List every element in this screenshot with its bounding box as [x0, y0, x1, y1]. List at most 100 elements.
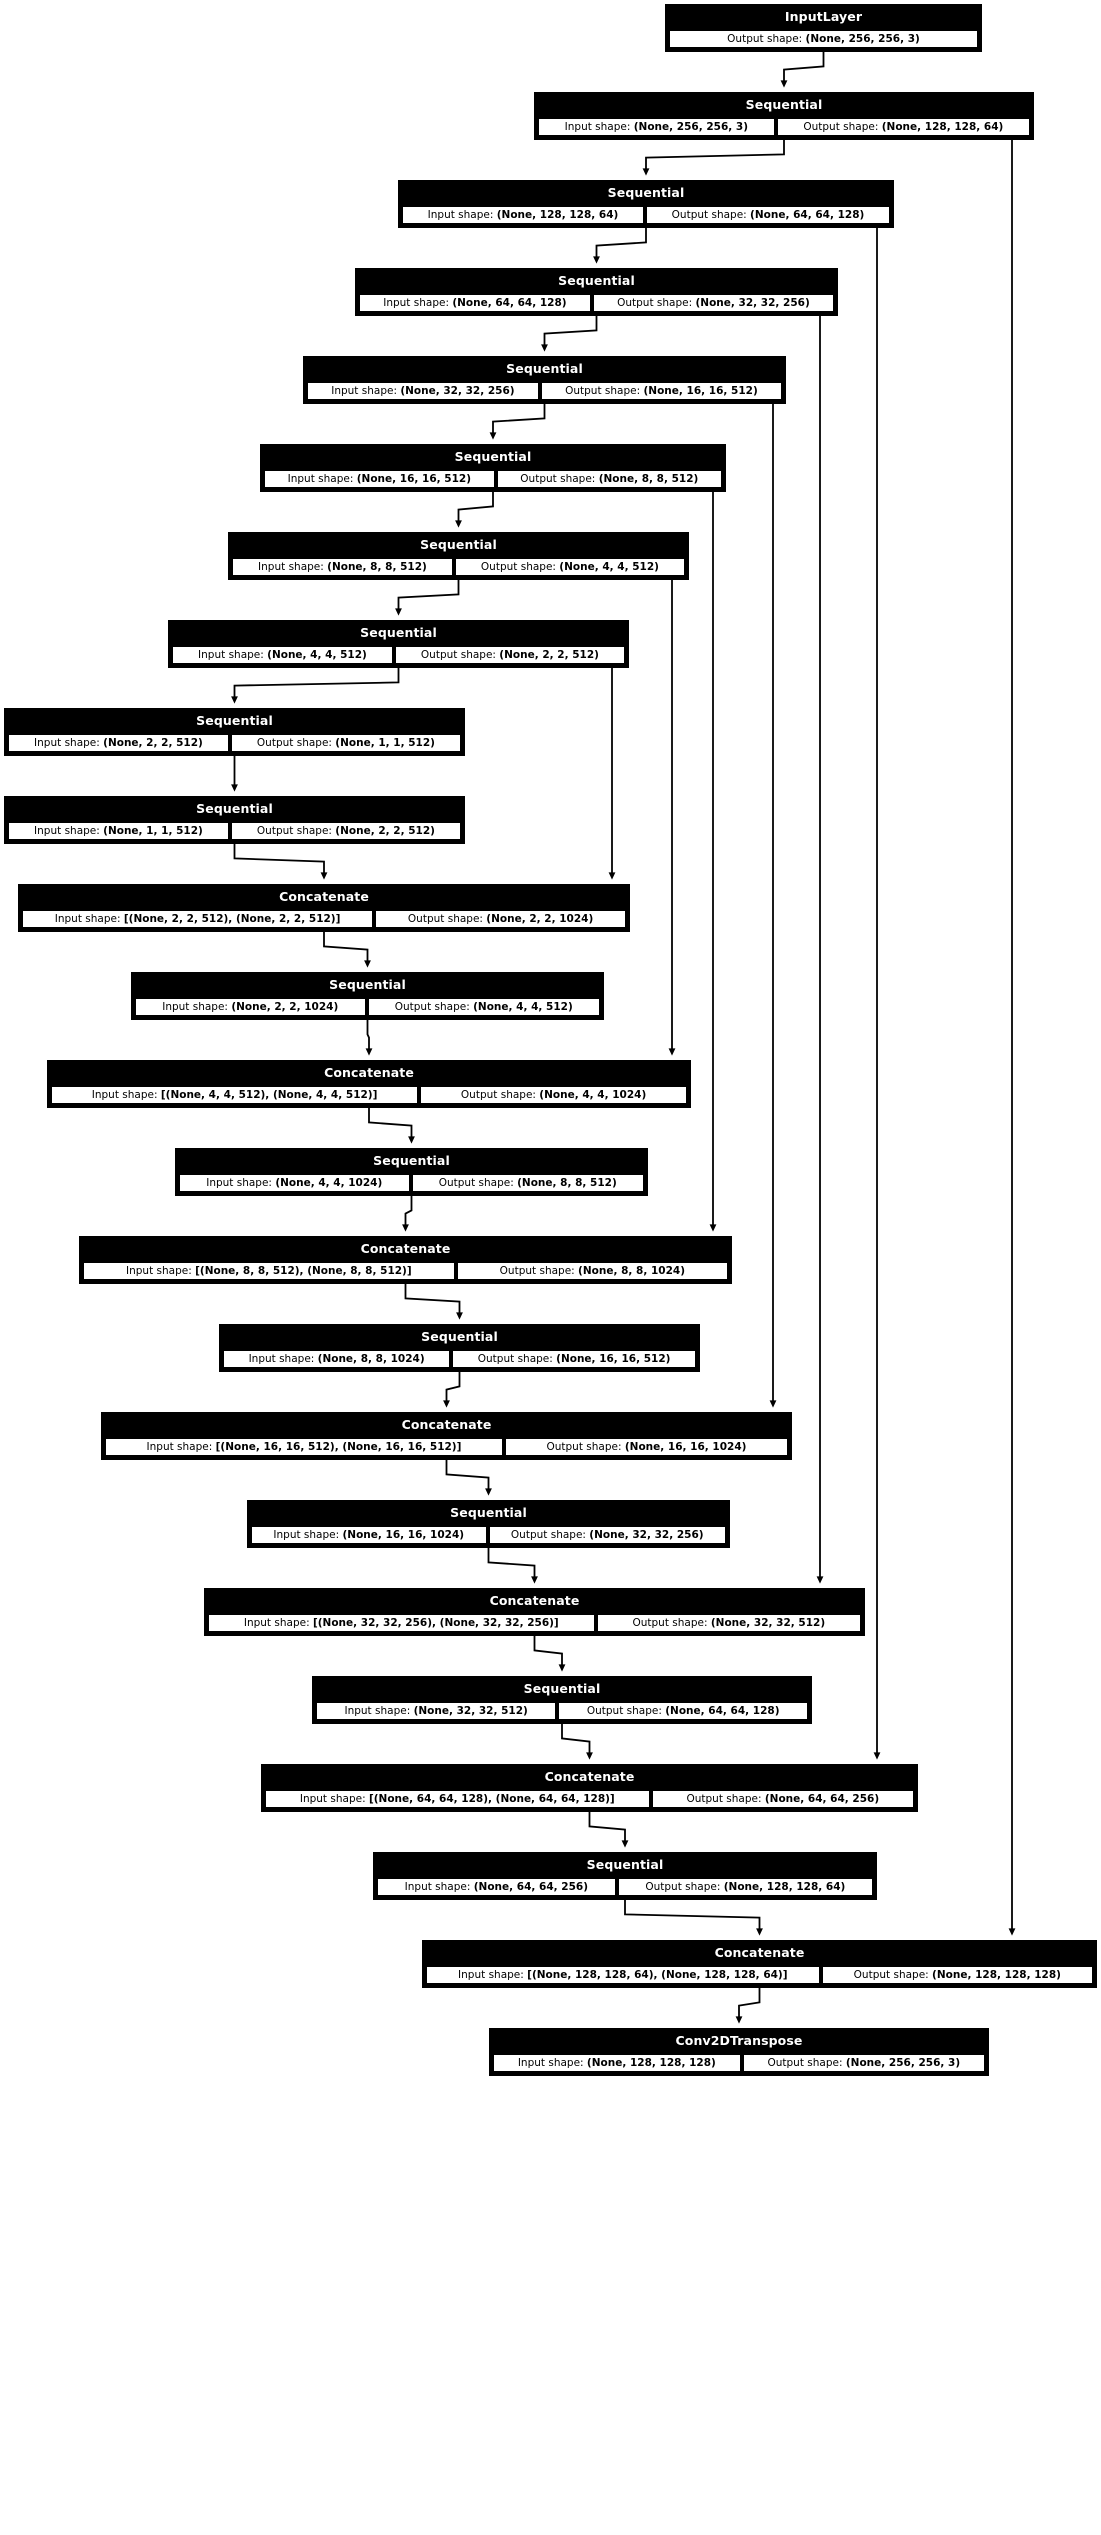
node-output-shape-value: (None, 8, 8, 512): [598, 473, 699, 485]
node-output-shape-value: (None, 8, 8, 512): [517, 1177, 617, 1189]
node-output-shape: Output shape: (None, 1, 1, 512): [230, 734, 462, 752]
node-input-shape-value: (None, 64, 64, 128): [452, 297, 567, 309]
node-title: Sequential: [373, 1153, 450, 1168]
node-output-shape-value: (None, 2, 2, 512): [499, 649, 599, 661]
node-input-shape-label: Input shape:: [258, 561, 324, 573]
node-title: Sequential: [420, 537, 497, 552]
node-shape-row: Input shape: (None, 8, 8, 512)Output sha…: [230, 556, 687, 578]
node-input-shape-value: [(None, 64, 64, 128), (None, 64, 64, 128…: [368, 1793, 615, 1805]
graph-edge: [780, 52, 825, 88]
node-output-shape-value: (None, 4, 4, 512): [559, 561, 659, 573]
node-input-shape-value: (None, 8, 8, 1024): [317, 1353, 425, 1365]
node-input-shape: Input shape: (None, 4, 4, 512): [172, 646, 393, 664]
node-input-shape-value: (None, 16, 16, 512): [356, 473, 472, 485]
graph-edge: [487, 1548, 538, 1584]
graph-edge: [368, 1108, 415, 1144]
node-input-shape: Input shape: (None, 2, 2, 1024): [135, 998, 366, 1016]
node-output-shape-value: (None, 32, 32, 256): [695, 297, 810, 309]
node-output-shape-label: Output shape:: [645, 1881, 721, 1893]
node-title: Sequential: [329, 977, 406, 992]
node-output-shape-label: Output shape:: [767, 2057, 843, 2069]
node-output-shape: Output shape: (None, 16, 16, 1024): [504, 1438, 788, 1456]
node-title: Sequential: [360, 625, 437, 640]
node-title: Sequential: [506, 361, 583, 376]
node-input-shape: Input shape: [(None, 64, 64, 128), (None…: [265, 1790, 650, 1808]
node-output-shape-label: Output shape:: [586, 1705, 662, 1717]
node-output-shape-value: (None, 32, 32, 256): [589, 1529, 704, 1541]
node-output-shape: Output shape: (None, 8, 8, 512): [496, 470, 722, 488]
node-input-shape: Input shape: (None, 64, 64, 128): [359, 294, 591, 312]
node-input-shape: Input shape: (None, 4, 4, 1024): [179, 1174, 410, 1192]
node-shape-row: Input shape: (None, 1, 1, 512)Output sha…: [6, 820, 463, 842]
node-output-shape-value: (None, 64, 64, 256): [764, 1793, 880, 1805]
node-shape-row: Input shape: (None, 2, 2, 1024)Output sh…: [133, 996, 602, 1018]
node-output-shape-label: Output shape:: [803, 121, 879, 133]
node-input-shape-label: Input shape:: [273, 1529, 340, 1541]
node-output-shape-label: Output shape:: [256, 825, 332, 837]
node-title: Sequential: [450, 1505, 527, 1520]
node-input-shape: Input shape: [(None, 8, 8, 512), (None, …: [83, 1262, 455, 1280]
node-output-shape: Output shape: (None, 8, 8, 512): [411, 1174, 644, 1192]
graph-edge: [541, 316, 598, 352]
node-shape-row: Input shape: [(None, 8, 8, 512), (None, …: [81, 1260, 730, 1282]
node-shape-row: Input shape: [(None, 128, 128, 64), (Non…: [424, 1964, 1095, 1986]
node-input-shape: Input shape: (None, 32, 32, 512): [316, 1702, 557, 1720]
node-output-shape-value: (None, 32, 32, 512): [710, 1617, 826, 1629]
node-output-shape: Output shape: (None, 64, 64, 256): [651, 1790, 915, 1808]
node-input-shape: Input shape: (None, 256, 256, 3): [538, 118, 775, 136]
node-output-shape: Output shape: (None, 2, 2, 512): [394, 646, 626, 664]
node-output-shape-value: (None, 8, 8, 1024): [578, 1265, 686, 1277]
node-shape-row: Input shape: (None, 128, 128, 64)Output …: [400, 204, 892, 226]
graph-edge: [233, 844, 328, 880]
node-output-shape-value: (None, 16, 16, 512): [556, 1353, 671, 1365]
graph-edge: [561, 1724, 593, 1760]
node-input-shape-label: Input shape:: [34, 825, 100, 837]
node-output-shape: Output shape: (None, 256, 256, 3): [742, 2054, 985, 2072]
node-output-shape: Output shape: (None, 128, 128, 128): [821, 1966, 1093, 1984]
node-output-shape-value: (None, 128, 128, 64): [881, 121, 1004, 133]
node-output-shape-label: Output shape:: [520, 473, 596, 485]
node-output-shape: Output shape: (None, 4, 4, 512): [367, 998, 600, 1016]
node-title: Sequential: [745, 97, 823, 112]
node-input-shape: Input shape: (None, 128, 128, 64): [402, 206, 644, 224]
graph-edge: [445, 1460, 492, 1496]
node-output-shape: Output shape: (None, 16, 16, 512): [540, 382, 783, 400]
node-title: Concatenate: [544, 1769, 635, 1784]
node-input-shape: Input shape: (None, 32, 32, 256): [307, 382, 539, 400]
node-output-shape-label: Output shape:: [617, 297, 693, 309]
node-shape-row: Input shape: (None, 64, 64, 128) Output s…: [357, 292, 836, 314]
node-output-shape-label: Output shape:: [394, 1001, 470, 1013]
node-output-shape: Output shape: (None, 32, 32, 256): [488, 1526, 726, 1544]
node-input-shape-value: [(None, 8, 8, 512), (None, 8, 8, 512)]: [195, 1265, 412, 1277]
node-input-shape: Input shape: (None, 64, 64, 256): [377, 1878, 616, 1896]
node-shape-row: Input shape: (None, 32, 32, 256)Output s…: [305, 380, 784, 402]
node-output-shape: Output shape: (None, 32, 32, 512): [596, 1614, 862, 1632]
node-input-shape-value: (None, 16, 16, 1024): [342, 1529, 465, 1541]
node-input-shape: Input shape: [(None, 32, 32, 256), (None…: [208, 1614, 595, 1632]
